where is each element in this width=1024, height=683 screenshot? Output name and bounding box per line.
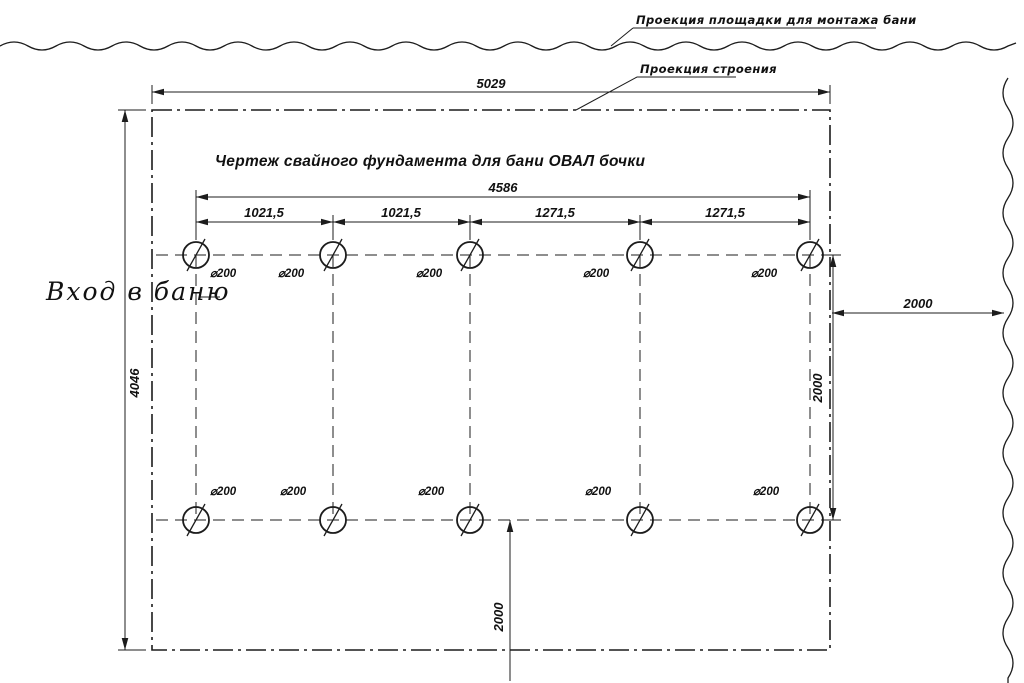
pile-row-top: ⌀200 ⌀200 ⌀200 ⌀200 ⌀200 (182, 238, 824, 280)
structure-callout: Проекция строения (575, 62, 777, 111)
pile-diameter-label: ⌀200 (583, 268, 610, 280)
pile (182, 238, 210, 272)
dim-offset-bottom: 2000 (491, 520, 514, 681)
dim-spacing-4: 1271,5 (705, 205, 746, 220)
pile-row-bottom: ⌀200 ⌀200 ⌀200 ⌀200 ⌀200 (182, 486, 824, 537)
pile-diameter-label: ⌀200 (585, 486, 612, 498)
pile-diameter-label: ⌀200 (210, 268, 237, 280)
break-line-top (0, 41, 1017, 51)
pile (456, 503, 484, 537)
dim-offset-right: 2000 (832, 296, 1004, 317)
pile-axis-grid (156, 254, 826, 521)
dim-row-spacing-value: 2000 (810, 373, 825, 404)
pile-diameter-label: ⌀200 (210, 486, 237, 498)
pile-diameter-label: ⌀200 (416, 268, 443, 280)
dim-overall-height: 4046 (118, 109, 146, 651)
dim-overall-width-value: 5029 (477, 76, 507, 91)
pile (182, 503, 210, 537)
structure-outline (151, 109, 831, 651)
dim-overall-height-value: 4046 (127, 368, 142, 399)
entrance-label: Вход в баню (45, 277, 230, 306)
pile-diameter-label: ⌀200 (278, 268, 305, 280)
dim-overall-width: 5029 (151, 76, 831, 104)
pile-diameter-label: ⌀200 (753, 486, 780, 498)
dim-pile-span-value: 4586 (488, 180, 519, 195)
dim-offset-right-value: 2000 (903, 296, 934, 311)
pile (626, 238, 654, 272)
platform-callout: Проекция площадки для монтажа бани (610, 13, 917, 47)
pile (626, 503, 654, 537)
pile (319, 238, 347, 272)
platform-break-lines (0, 41, 1017, 683)
structure-callout-label: Проекция строения (640, 62, 777, 76)
dim-pile-span: 4586 1021,5 1021,5 1271,5 1271,5 (195, 180, 811, 240)
pile (796, 503, 824, 537)
pile (456, 238, 484, 272)
dim-spacing-2: 1021,5 (381, 205, 422, 220)
break-line-right (1002, 77, 1014, 683)
pile-diameter-label: ⌀200 (751, 268, 778, 280)
dim-row-spacing: 2000 (810, 254, 841, 521)
platform-callout-label: Проекция площадки для монтажа бани (636, 13, 917, 27)
dim-offset-bottom-value: 2000 (491, 602, 506, 633)
entrance-annotation: Вход в баню (45, 277, 230, 306)
pile (796, 238, 824, 272)
platform-callout-leader (610, 27, 634, 47)
pile-diameter-label: ⌀200 (418, 486, 445, 498)
dim-spacing-3: 1271,5 (535, 205, 576, 220)
structure-callout-leader (575, 76, 638, 111)
pile-diameter-label: ⌀200 (280, 486, 307, 498)
drawing-title: Чертеж свайного фундамента для бани ОВАЛ… (215, 153, 645, 170)
dim-spacing-1: 1021,5 (244, 205, 285, 220)
pile (319, 503, 347, 537)
